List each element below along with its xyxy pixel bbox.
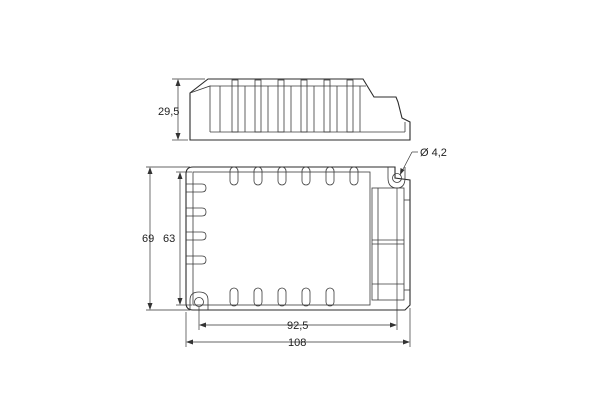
dimension-side-height: 29,5 <box>158 78 205 141</box>
side-view-outline <box>189 78 411 141</box>
top-view-top-slots <box>229 166 359 186</box>
dimension-inner-height: 63 <box>163 171 192 306</box>
dimension-overall-length-label: 108 <box>288 337 306 349</box>
dimension-overall-length: 108 <box>185 308 411 349</box>
dimension-overall-height-label: 69 <box>142 233 154 245</box>
top-view-outline <box>185 166 411 311</box>
top-view-inner-body <box>192 171 371 306</box>
top-view <box>185 166 411 311</box>
dimension-hole-diameter: Ø 4,2 <box>399 147 447 176</box>
top-view-left-slots <box>186 183 207 265</box>
dimension-side-height-label: 29,5 <box>158 106 179 118</box>
dimension-inner-height-label: 63 <box>163 233 175 245</box>
top-view-terminal-block <box>371 187 410 301</box>
side-view: 29,5 <box>158 78 411 141</box>
mounting-hole-bottom-left <box>189 291 209 310</box>
side-view-ribs <box>219 79 361 133</box>
top-view-bottom-slots <box>229 287 335 307</box>
dimension-hole-diameter-label: Ø 4,2 <box>420 147 447 159</box>
dimension-hole-spacing-label: 92,5 <box>287 320 308 332</box>
dimension-hole-spacing: 92,5 <box>198 188 398 332</box>
dimension-overall-height: 69 <box>142 166 190 311</box>
